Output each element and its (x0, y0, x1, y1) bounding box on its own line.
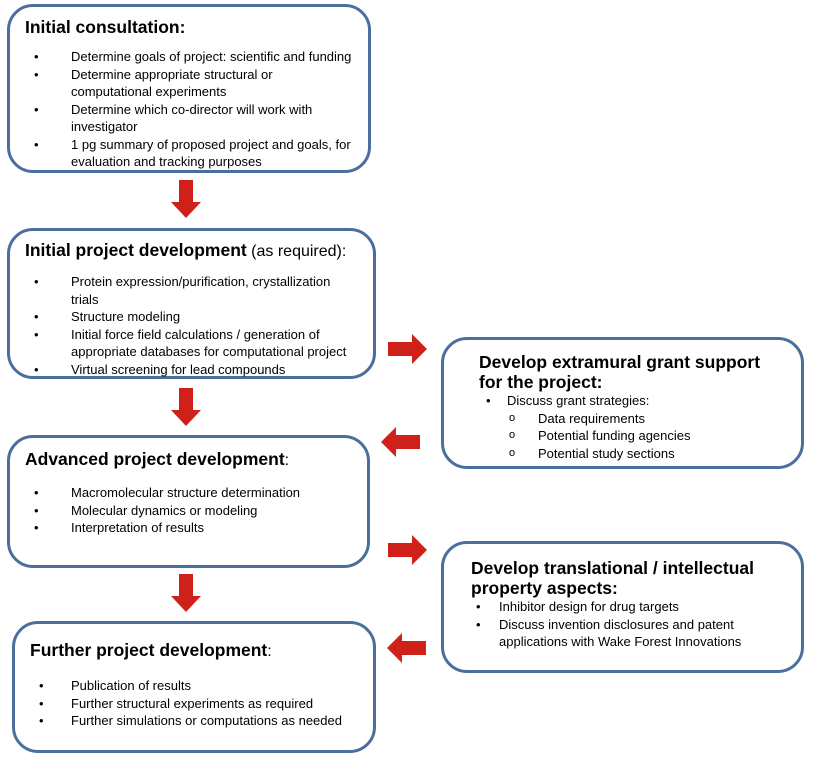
down-arrow-icon (171, 180, 201, 218)
arrow-advanced-to-translational (388, 535, 428, 565)
arrow-initial-to-advanced (170, 388, 202, 428)
list-item: Structure modeling (25, 308, 365, 326)
list-item: Determine appropriate structural or comp… (25, 66, 355, 101)
translational-title: Develop translational / intellectual pro… (471, 558, 754, 598)
advanced-development-list: Macromolecular structure determination M… (25, 484, 353, 537)
initial-consultation-title: Initial consultation: (25, 17, 186, 37)
list-item: Further simulations or computations as n… (30, 712, 359, 730)
arrow-translational-to-further (387, 633, 427, 663)
further-development-title-main: Further project development (30, 640, 268, 660)
grant-support-sublist: Data requirements Potential funding agen… (477, 410, 787, 463)
arrow-advanced-to-further (170, 574, 202, 614)
list-item: Publication of results (30, 677, 359, 695)
initial-development-title-suffix: (as required): (246, 243, 347, 260)
further-development-list: Publication of results Further structura… (30, 677, 359, 730)
list-item: Virtual screening for lead compounds (25, 361, 365, 379)
further-development-title-suffix: : (267, 643, 272, 660)
arrow-grant-to-advanced (381, 427, 421, 457)
translational-list: Inhibitor design for drug targets Discus… (467, 598, 787, 651)
advanced-development-title: Advanced project development: (25, 449, 353, 471)
list-item: Further structural experiments as requir… (30, 695, 359, 713)
initial-development-box: Initial project development (as required… (7, 228, 376, 379)
left-arrow-icon (387, 633, 426, 663)
further-development-box: Further project development: Publication… (12, 621, 376, 753)
list-item: Protein expression/purification, crystal… (25, 273, 361, 308)
down-arrow-icon (171, 574, 201, 612)
advanced-development-box: Advanced project development: Macromolec… (7, 435, 370, 568)
grant-support-list: Discuss grant strategies: (477, 392, 787, 410)
list-item: Molecular dynamics or modeling (25, 502, 353, 520)
list-item: Inhibitor design for drug targets (467, 598, 787, 616)
list-item: Determine goals of project: scientific a… (25, 48, 355, 66)
initial-consultation-box: Initial consultation: Determine goals of… (7, 4, 371, 173)
advanced-development-title-suffix: : (284, 452, 290, 469)
list-subitem: Potential funding agencies (477, 427, 787, 445)
list-item: Initial force field calculations / gener… (25, 326, 365, 361)
arrow-initial-to-grant (388, 334, 428, 364)
left-arrow-icon (381, 427, 420, 457)
list-item: Discuss invention disclosures and patent… (467, 616, 759, 651)
initial-development-list: Protein expression/purification, crystal… (25, 273, 365, 378)
list-item: 1 pg summary of proposed project and goa… (25, 136, 355, 171)
arrow-consultation-to-initial (170, 180, 202, 220)
list-item: Discuss grant strategies: (477, 392, 787, 410)
initial-development-title-main: Initial project development (25, 240, 247, 260)
down-arrow-icon (171, 388, 201, 426)
list-item: Interpretation of results (25, 519, 353, 537)
translational-box: Develop translational / intellectual pro… (441, 541, 804, 673)
right-arrow-icon (388, 334, 427, 364)
advanced-development-title-main: Advanced project development (25, 449, 285, 469)
right-arrow-icon (388, 535, 427, 565)
list-subitem: Potential study sections (477, 445, 787, 463)
grant-support-title: Develop extramural grant support for the… (479, 352, 761, 392)
further-development-title: Further project development: (30, 640, 359, 662)
list-item: Macromolecular structure determination (25, 484, 353, 502)
list-item: Determine which co-director will work wi… (25, 101, 361, 136)
initial-development-title: Initial project development (as required… (25, 240, 359, 262)
initial-consultation-list: Determine goals of project: scientific a… (25, 48, 355, 171)
grant-support-box: Develop extramural grant support for the… (441, 337, 804, 469)
list-subitem: Data requirements (477, 410, 787, 428)
